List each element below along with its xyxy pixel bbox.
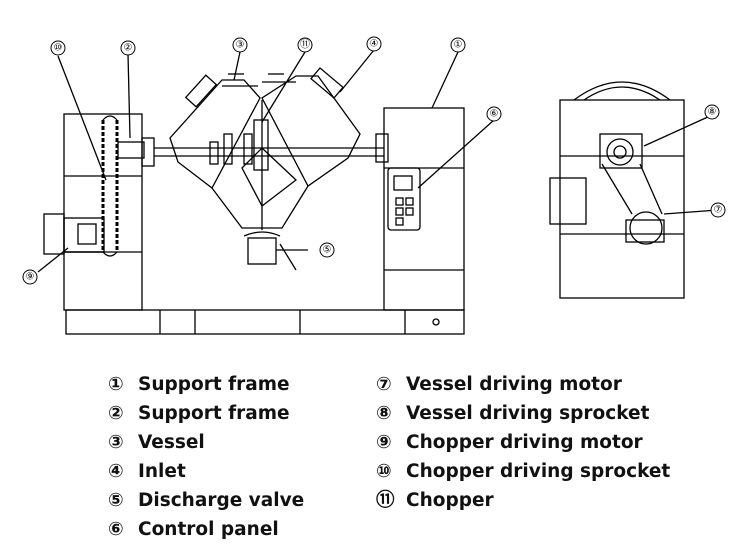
- callout-2: ②: [124, 43, 133, 54]
- control-panel: [387, 167, 421, 231]
- side-view-frame: [559, 99, 685, 299]
- chopper-chain: [101, 115, 119, 257]
- callout-10: ⑩: [54, 43, 63, 54]
- right-support-frame: [383, 107, 465, 311]
- callout-5: ⑤: [323, 245, 332, 256]
- callout-7: ⑦: [714, 205, 723, 216]
- callout-1: ①: [454, 40, 463, 51]
- mixer-drawing: ① ② ③ ④ ⑤ ⑥ ⑦ ⑧ ⑨ ⑩ ⑪: [22, 36, 726, 335]
- callout-11: ⑪: [300, 39, 310, 51]
- callout-3: ③: [236, 40, 245, 51]
- callout-9: ⑨: [26, 272, 35, 283]
- callout-4: ④: [370, 39, 379, 50]
- callout-8: ⑧: [708, 107, 717, 118]
- vessel-driving-sprocket: [599, 133, 643, 169]
- discharge-valve: [243, 231, 297, 271]
- machine-base: [65, 309, 465, 335]
- chopper: [209, 119, 269, 171]
- left-support-frame: [63, 113, 143, 311]
- inlet: [184, 67, 344, 108]
- callout-6: ⑥: [490, 109, 499, 120]
- side-vessel-arc: [573, 81, 671, 101]
- v-vessel: [169, 75, 361, 230]
- chopper-driving-motor: [43, 213, 105, 255]
- vessel-driving-motor: [625, 211, 665, 245]
